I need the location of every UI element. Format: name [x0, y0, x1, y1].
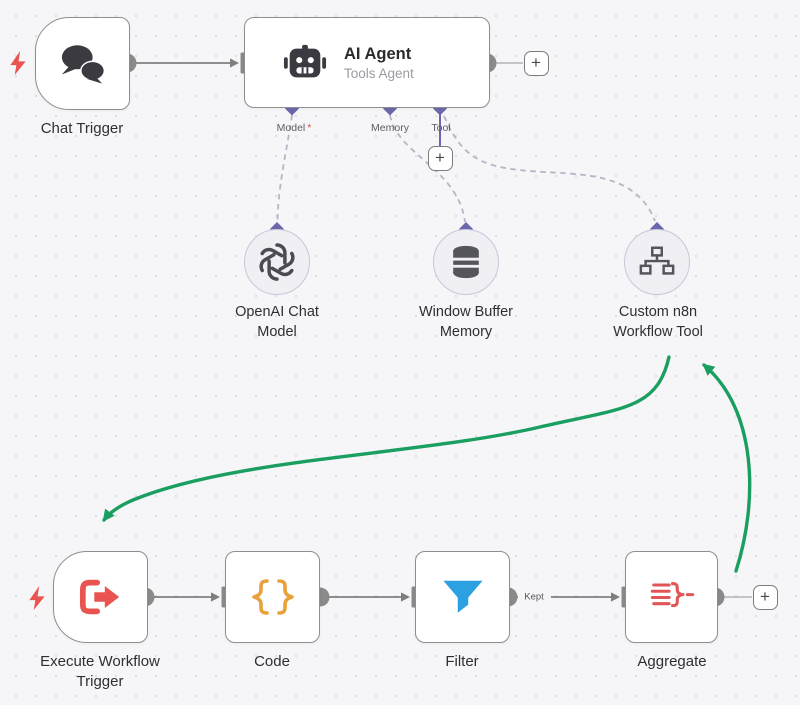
add-node-button-aggregate[interactable]: +	[752, 584, 778, 610]
chat-trigger-label: Chat Trigger	[40, 120, 124, 137]
node-window-buffer-memory[interactable]	[433, 229, 499, 295]
filter-label: Filter	[445, 653, 479, 670]
window-buffer-label: Window Buffer Memory	[418, 304, 514, 340]
node-code[interactable]	[225, 551, 320, 643]
connection-execute-to-code[interactable]	[145, 592, 220, 602]
database-icon	[451, 245, 481, 279]
execute-trigger-label: Execute Workflow Trigger	[40, 653, 160, 690]
node-filter[interactable]	[415, 551, 510, 643]
add-node-button-aiagent[interactable]: +	[523, 50, 549, 76]
port-label-tool: Tool	[431, 122, 451, 134]
aggregate-icon	[650, 582, 694, 608]
add-tool-button[interactable]: +	[427, 145, 453, 171]
connection-code-to-filter[interactable]	[320, 592, 410, 602]
filter-output-branch-label: Kept	[521, 590, 547, 604]
port-label-model: Model*	[276, 122, 312, 134]
funnel-icon	[442, 580, 483, 613]
sitemap-icon	[639, 246, 675, 275]
lightning-bolt-icon	[10, 51, 26, 75]
connection-aggregate-to-customtool[interactable]	[702, 363, 752, 573]
connection-tool-to-customtool[interactable]	[443, 115, 656, 222]
diamond-ports	[270, 101, 664, 236]
node-ai-agent[interactable]: AI Agent Tools Agent	[244, 17, 490, 108]
node-aggregate[interactable]	[625, 551, 718, 643]
robot-icon	[283, 44, 327, 77]
node-execute-workflow-trigger[interactable]	[53, 551, 148, 643]
aggregate-label: Aggregate	[637, 653, 707, 670]
arrow-out-icon	[79, 579, 121, 615]
green-connections	[102, 355, 752, 573]
dashed-connections	[276, 114, 656, 223]
connection-customtool-to-execute[interactable]	[102, 355, 671, 522]
ai-agent-title: AI Agent	[344, 44, 412, 63]
connection-model-to-openai[interactable]	[276, 114, 293, 223]
lightning-bolt-icon	[29, 586, 45, 610]
curly-braces-icon	[251, 579, 294, 615]
node-custom-n8n-workflow-tool[interactable]	[624, 229, 690, 295]
openai-label: OpenAI Chat Model	[235, 304, 319, 340]
ai-agent-subtitle: Tools Agent	[344, 65, 414, 81]
chat-bubbles-icon	[61, 44, 106, 86]
node-chat-trigger[interactable]	[35, 17, 130, 110]
node-openai-chat-model[interactable]	[244, 229, 310, 295]
connection-chat-to-aiagent[interactable]	[127, 58, 239, 68]
openai-logo-icon	[259, 243, 295, 281]
port-label-memory: Memory	[371, 122, 409, 134]
custom-tool-label: Custom n8n Workflow Tool	[613, 304, 703, 340]
code-label: Code	[254, 653, 290, 670]
